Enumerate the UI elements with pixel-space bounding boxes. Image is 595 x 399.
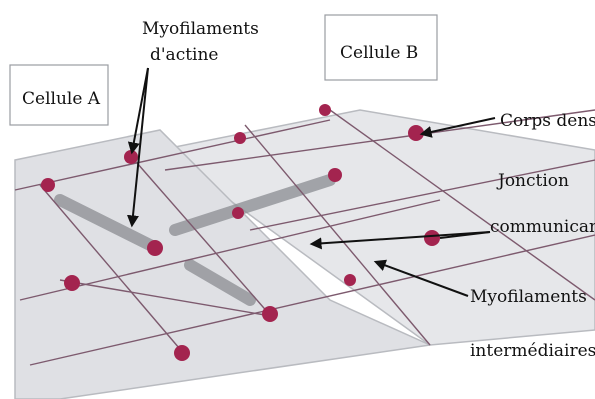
- dense-body: [147, 240, 163, 256]
- cellule-b-label: Cellule B: [340, 43, 418, 63]
- dense-body: [234, 132, 246, 144]
- arrow-actine: [127, 67, 149, 155]
- arrow-jonction: [309, 231, 491, 250]
- cellule-a-label: Cellule A: [22, 89, 101, 109]
- dense-body: [124, 150, 138, 164]
- dense-body: [232, 207, 244, 219]
- myofilaments-inter-label-line1: Myofilaments: [470, 287, 587, 307]
- dense-body: [41, 178, 55, 192]
- dense-body: [408, 125, 424, 141]
- dense-body: [328, 168, 342, 182]
- jonction-label-line1: Jonction: [496, 171, 569, 191]
- actin-filament-lattice: [14, 109, 595, 366]
- jonction-label-line2: communicante: [490, 217, 595, 237]
- arrow-actine-2: [127, 67, 149, 228]
- cellule-b-box: [324, 14, 438, 81]
- dense-body: [174, 345, 190, 361]
- intermediate-filaments: [54, 174, 336, 306]
- pointer-arrows: [127, 67, 496, 297]
- dense-body: [344, 274, 356, 286]
- dense-body: [319, 104, 331, 116]
- dense-bodies: [41, 104, 440, 361]
- arrow-intermediaires: [373, 259, 469, 297]
- cell-b-sheet: [158, 109, 595, 346]
- arrow-corps-dense: [419, 117, 496, 138]
- dense-body: [262, 306, 278, 322]
- myofilaments-actine-label-line1: Myofilaments: [142, 19, 259, 39]
- corps-dense-label: Corps dense: [500, 111, 595, 131]
- dense-body: [64, 275, 80, 291]
- arrow-jonction-2: [439, 231, 491, 239]
- myofilaments-inter-label-line2: intermédiaires: [470, 341, 595, 361]
- cellule-a-box: [9, 64, 109, 126]
- myofilaments-actine-label-line2: d'actine: [150, 45, 219, 65]
- dense-body: [424, 230, 440, 246]
